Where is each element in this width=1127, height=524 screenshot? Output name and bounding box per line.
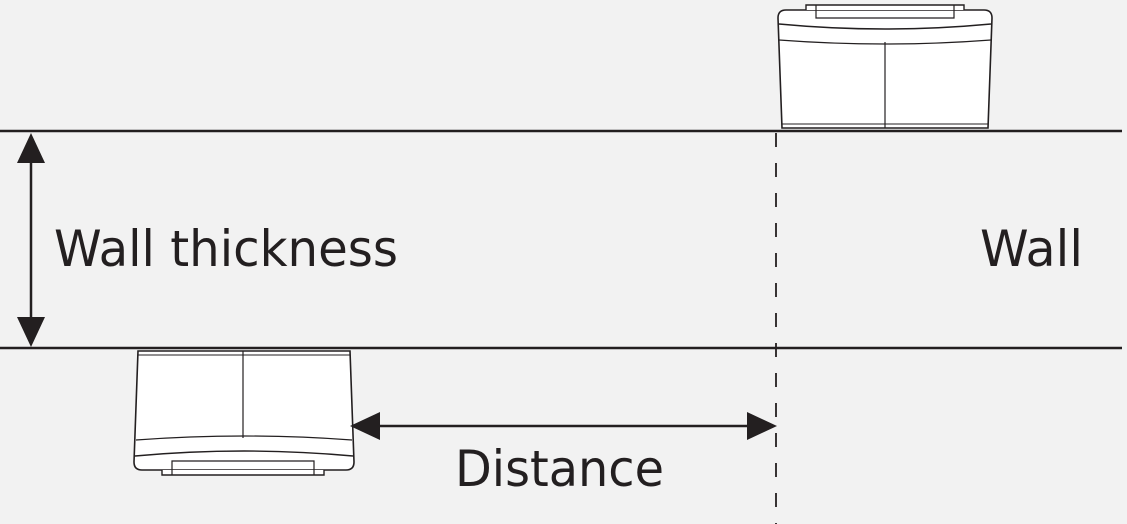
distance-arrow (350, 412, 777, 440)
wall-thickness-arrow (17, 133, 45, 347)
wall-thickness-label: Wall thickness (54, 220, 398, 278)
device-bottom (133, 350, 355, 476)
device-top (777, 4, 993, 129)
wall-label: Wall (980, 220, 1083, 278)
distance-label: Distance (455, 440, 664, 498)
